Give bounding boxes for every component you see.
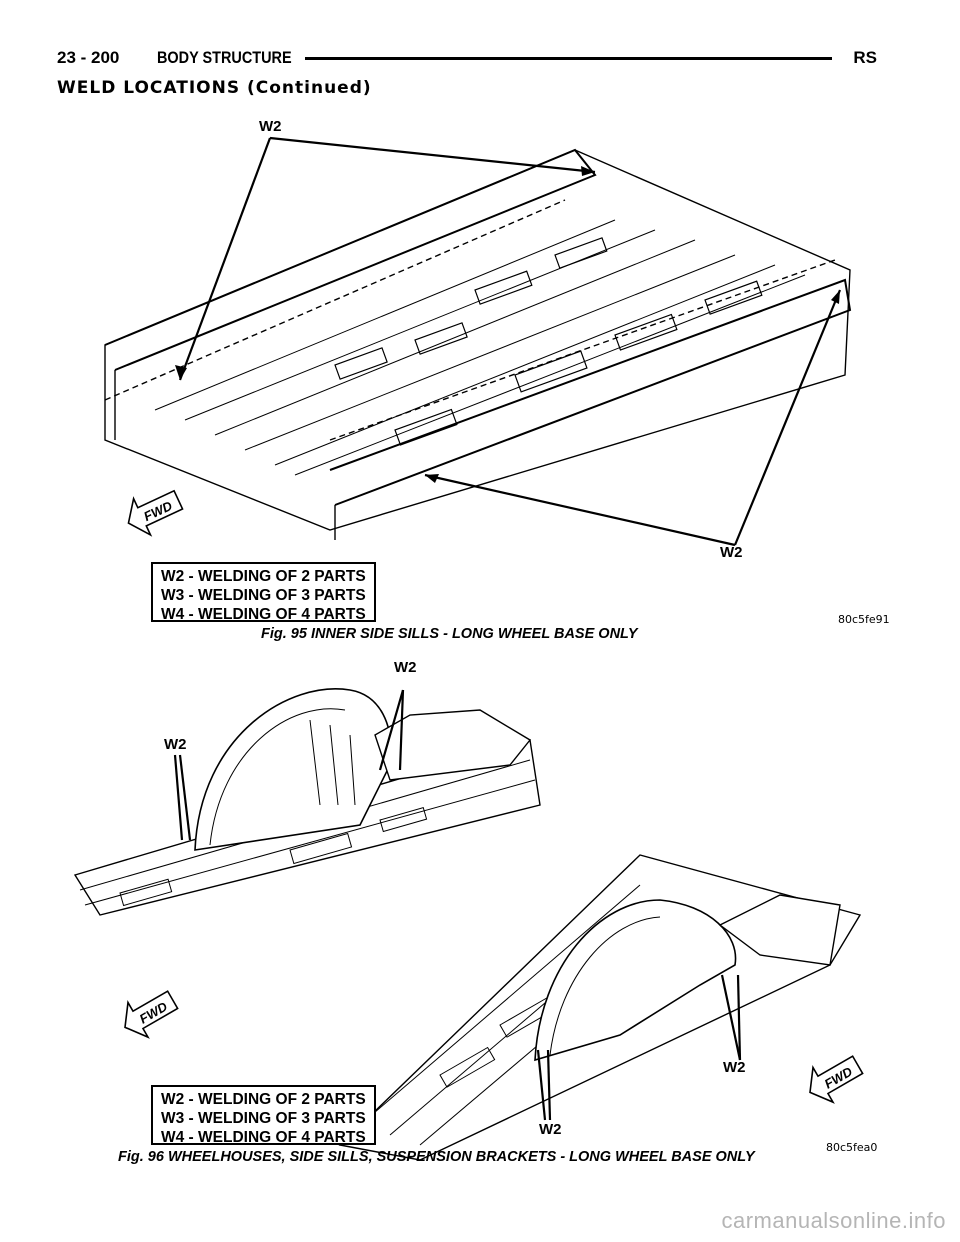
image-code: 80c5fe91 (838, 613, 890, 626)
legend-line: W3 - WELDING OF 3 PARTS (161, 1110, 366, 1127)
figure-95-illustration: FWD W2 W2 (95, 110, 905, 630)
right-sill (329, 278, 852, 506)
weld-callout-w2: W2 (394, 659, 417, 676)
legend-line: W4 - WELDING OF 4 PARTS (161, 1129, 366, 1146)
weld-callout-w2: W2 (720, 544, 743, 561)
figure-96-illustration: FWD FWD W2 W2 W2 W2 (60, 655, 910, 1160)
page-header: 23 - 200 BODY STRUCTURE RS (57, 44, 877, 74)
fwd-arrow: FWD (124, 990, 179, 1039)
wheelhouses-drawing: FWD FWD (73, 688, 864, 1160)
leader-lines (178, 136, 842, 547)
header-rule (305, 57, 832, 60)
watermark: carmanualsonline.info (721, 1208, 946, 1233)
leader-lines (173, 689, 742, 1121)
fwd-arrow: FWD (809, 1055, 864, 1104)
leader-arrowheads (175, 166, 840, 483)
right-wheelhouse (534, 899, 737, 1062)
weld-callout-w2: W2 (539, 1121, 562, 1138)
figure-caption: Fig. 96 WHEELHOUSES, SIDE SILLS, SUSPENS… (118, 1149, 755, 1165)
left-sill (104, 148, 597, 371)
fwd-arrow: FWD (127, 489, 184, 537)
legend-line: W3 - WELDING OF 3 PARTS (161, 587, 366, 604)
weld-callout-w2: W2 (259, 118, 282, 135)
floor-ribs (154, 219, 806, 476)
image-code: 80c5fea0 (826, 1141, 878, 1154)
figure-caption: Fig. 95 INNER SIDE SILLS - LONG WHEEL BA… (261, 626, 638, 642)
legend-line: W2 - WELDING OF 2 PARTS (161, 1091, 366, 1108)
weld-legend: W2 - WELDING OF 2 PARTS W3 - WELDING OF … (151, 562, 376, 623)
model-code: RS (853, 48, 877, 67)
legend-line: W4 - WELDING OF 4 PARTS (161, 606, 366, 623)
subsection-title: WELD LOCATIONS (Continued) (57, 78, 372, 98)
floor-pan-outline (104, 149, 851, 531)
page-number: 23 - 200 (57, 48, 120, 67)
weld-callout-w2: W2 (164, 736, 187, 753)
inner-side-sills-drawing: FWD (104, 136, 852, 547)
legend-line: W2 - WELDING OF 2 PARTS (161, 568, 366, 585)
floor-pads (334, 237, 763, 446)
section-title: BODY STRUCTURE (157, 48, 292, 67)
weld-callout-w2: W2 (723, 1059, 746, 1076)
weld-legend: W2 - WELDING OF 2 PARTS W3 - WELDING OF … (151, 1085, 376, 1146)
